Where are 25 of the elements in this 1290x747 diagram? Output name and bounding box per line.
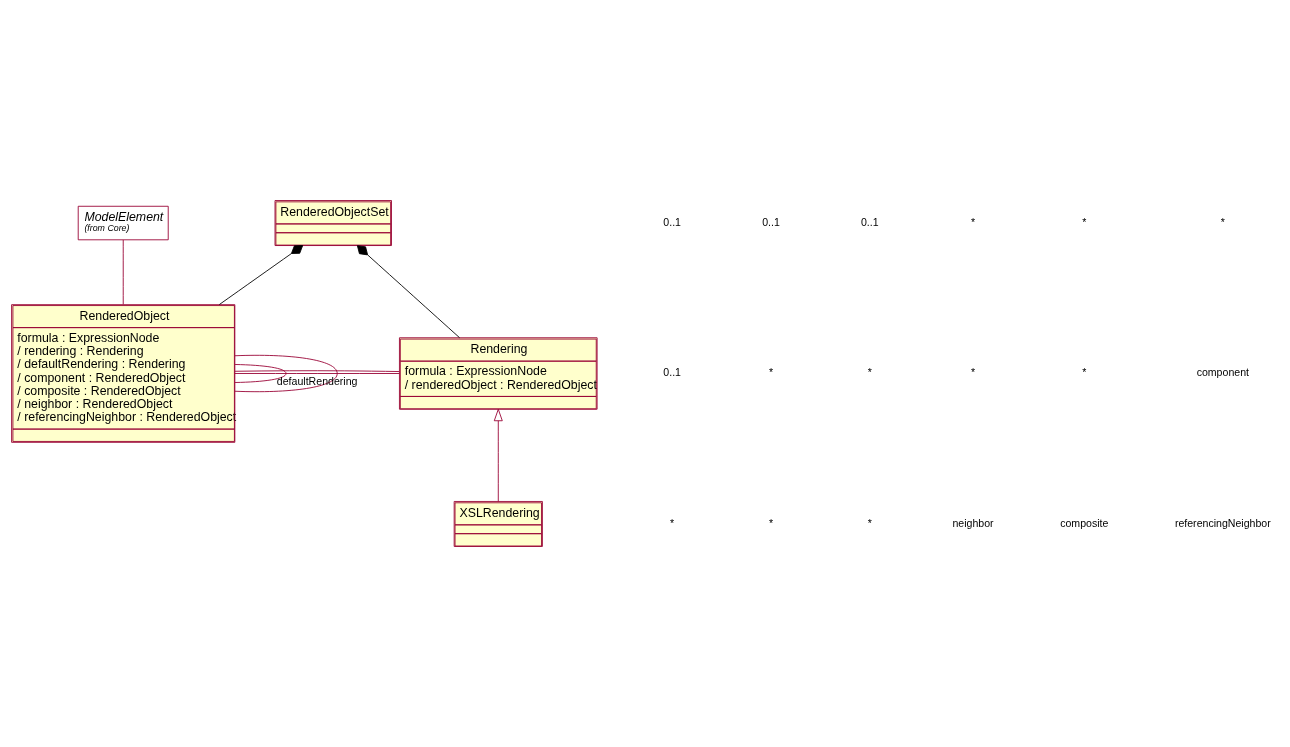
connector: [234, 364, 287, 383]
label: *: [867, 516, 872, 529]
connector: [122, 239, 124, 305]
connector: [218, 245, 304, 305]
label: 0..1: [762, 215, 780, 228]
connector: [234, 370, 400, 372]
label: 0..1: [663, 366, 681, 379]
label: *: [670, 516, 675, 529]
arrow: [493, 408, 503, 502]
connector: [234, 373, 400, 374]
label: neighbor: [952, 516, 994, 529]
label: referencingNeighbor: [1174, 516, 1271, 529]
label: 0..1: [860, 215, 879, 228]
label: *: [768, 366, 774, 379]
label: *: [1220, 215, 1225, 228]
label: component: [1196, 366, 1249, 379]
label: *: [867, 366, 872, 379]
label: *: [971, 215, 976, 228]
label: 0..1: [663, 215, 681, 228]
label: *: [1082, 366, 1087, 379]
label: composite: [1060, 516, 1109, 529]
label: *: [768, 516, 774, 529]
connector: [356, 245, 461, 339]
label: *: [1082, 215, 1087, 228]
label: *: [971, 366, 976, 379]
